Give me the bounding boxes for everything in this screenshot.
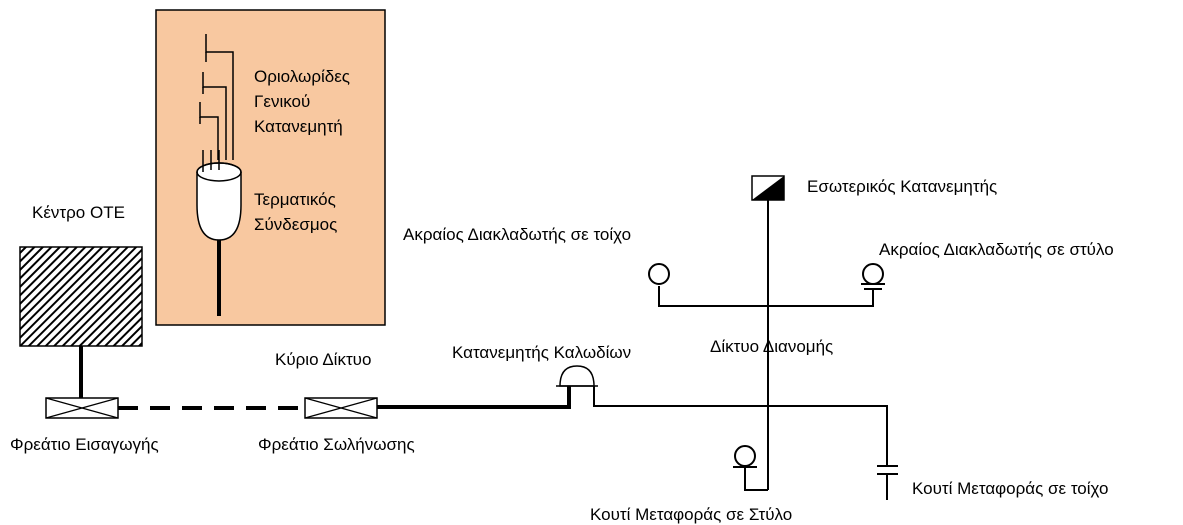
wall-transfer-box-label: Κουτί Μεταφοράς σε τοίχο (912, 479, 1108, 498)
conduit-manhole-label: Φρεάτιο Σωλήνωσης (258, 435, 415, 454)
pole-transfer-box-label: Κουτί Μεταφοράς σε Στύλο (590, 505, 792, 524)
main-cable (377, 386, 571, 409)
distribution-network (658, 200, 874, 491)
terminal-detail-inset: Οριολωρίδες Γενικού Κατανεμητή Τερματικό… (155, 9, 386, 326)
terminal-connection-label: Τερματικός Σύνδεσμος (254, 190, 341, 234)
center-label: Κέντρο ΟΤΕ (32, 203, 125, 222)
wall-branch: Ακραίος Διακλαδωτής σε τοίχο (403, 225, 670, 285)
wall-branch-icon (648, 263, 670, 285)
pole-branch-icon (862, 263, 884, 285)
terminal-strips-icon (199, 34, 234, 160)
pole-transfer-box-icon (734, 445, 756, 467)
half-filled-square-icon (752, 176, 784, 200)
wall-branch-label: Ακραίος Διακλαδωτής σε τοίχο (403, 225, 631, 244)
ote-center: Κέντρο ΟΤΕ (19, 203, 143, 398)
wall-transfer-box: Κουτί Μεταφοράς σε τοίχο (877, 465, 1108, 500)
cup-terminal-icon (196, 150, 242, 316)
terminal-strips-label: Οριολωρίδες Γενικού Κατανεμητή (254, 67, 355, 136)
distribution-network-label: Δίκτυο Διανομής (710, 337, 833, 356)
inset-panel (155, 9, 386, 326)
entry-manhole: Φρεάτιο Εισαγωγής (10, 397, 159, 454)
entry-manhole-label: Φρεάτιο Εισαγωγής (10, 435, 159, 454)
hatched-building-icon (19, 246, 143, 347)
dome-cabinet-icon (559, 365, 595, 387)
internal-distributor: Εσωτερικός Κατανεμητής (751, 175, 997, 201)
cable-distributor: Κατανεμητής Καλωδίων (452, 343, 888, 466)
cable-distributor-label: Κατανεμητής Καλωδίων (452, 343, 631, 362)
pole-transfer-box: Κουτί Μεταφοράς σε Στύλο (590, 445, 792, 524)
pole-branch-label: Ακραίος Διακλαδωτής σε στύλο (879, 240, 1114, 259)
conduit-manhole: Φρεάτιο Σωλήνωσης (258, 397, 415, 454)
internal-distributor-label: Εσωτερικός Κατανεμητής (807, 177, 997, 196)
pole-branch: Ακραίος Διακλαδωτής σε στύλο (861, 240, 1114, 290)
main-network-label: Κύριο Δίκτυο (275, 350, 371, 369)
